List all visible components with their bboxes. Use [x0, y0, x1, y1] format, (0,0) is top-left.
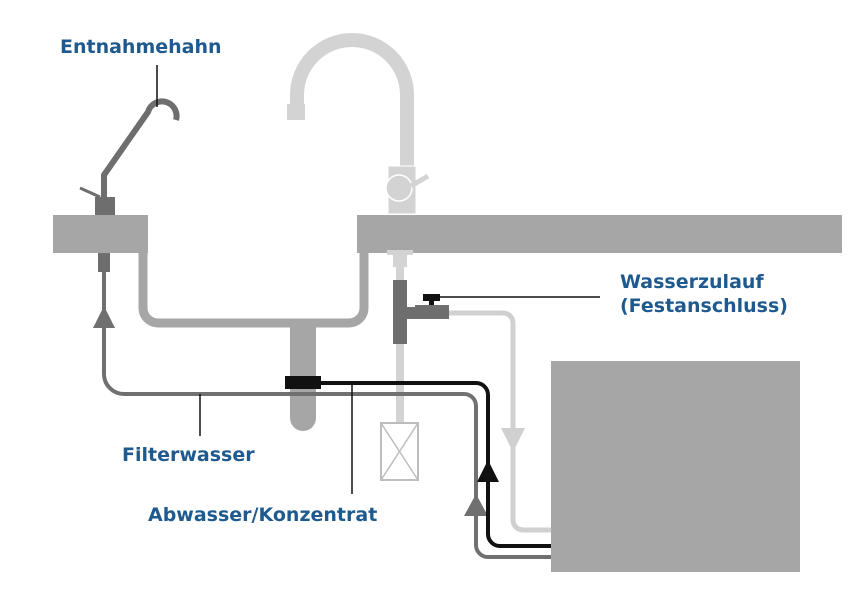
faucet-valve: [385, 174, 413, 202]
shutoff-valve-stem: [429, 300, 434, 305]
filter-tap-connector: [98, 253, 110, 272]
faucet-spout: [290, 33, 414, 180]
tap-label: Entnahmehahn: [60, 36, 222, 58]
countertop-left: [53, 215, 148, 253]
waste-water-label: Abwasser/Konzentrat: [148, 504, 378, 526]
drain-saddle-clamp: [285, 376, 321, 389]
faucet-lever: [409, 173, 430, 189]
filter-tap-spout: [101, 98, 180, 200]
filtered-water-line: [102, 270, 555, 559]
inlet-line: [440, 310, 555, 533]
filter-tap-lever: [79, 186, 101, 199]
fitting-upper-nut: [393, 280, 407, 298]
sink-drain: [290, 320, 316, 431]
fitting-lower-nut: [393, 326, 407, 344]
filtered-flow-arrow-right: [464, 494, 488, 516]
filtered-flow-arrow-left: [93, 306, 115, 328]
shutoff-valve-handle: [423, 294, 440, 301]
t-valve-fitting: [393, 280, 449, 344]
t-piece: [393, 298, 407, 328]
inlet-flow-arrow: [501, 428, 525, 452]
faucet-aerator: [287, 104, 305, 120]
angle-valve-cross-2: [380, 422, 419, 481]
countertop-right: [357, 215, 842, 253]
sink-basin: [138, 253, 369, 328]
filtered-water-label: Filterwasser: [122, 444, 255, 466]
water-inlet-label-line1: Wasserzulauf: [620, 271, 764, 293]
filter-tap-base: [95, 197, 115, 215]
waste-flow-arrow: [477, 460, 499, 482]
faucet-mount: [387, 250, 413, 255]
kitchen-faucet: [287, 33, 430, 215]
water-inlet-label-line2: (Festanschluss): [620, 295, 788, 317]
filter-tap: [79, 65, 180, 215]
t-branch: [405, 307, 415, 319]
ro-unit: [551, 361, 800, 572]
shutoff-valve: [415, 305, 449, 319]
water-inlet-label: Wasserzulauf (Festanschluss): [620, 270, 788, 318]
